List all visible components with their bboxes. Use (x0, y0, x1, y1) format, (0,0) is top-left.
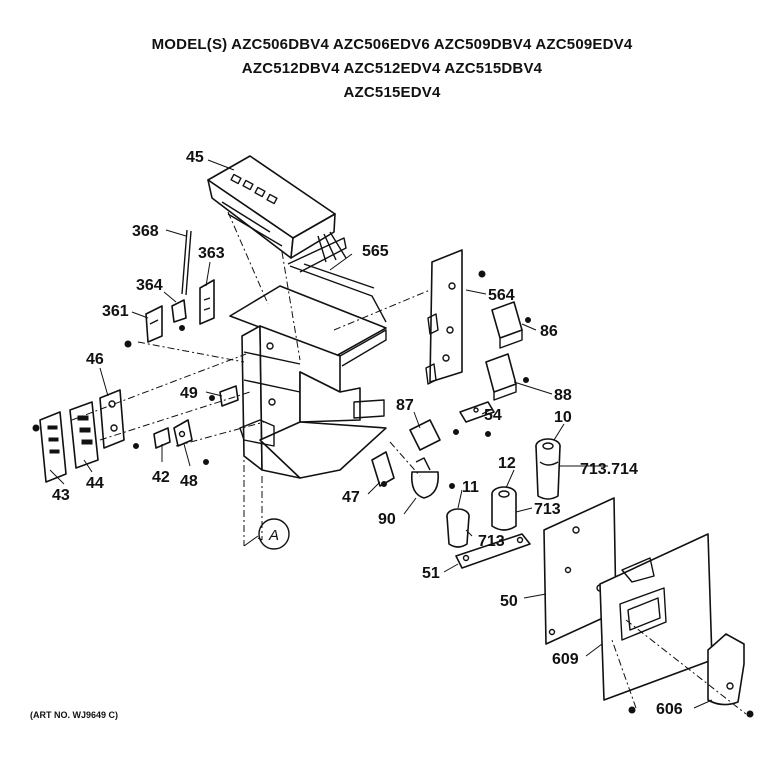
part-47-bracket (371, 451, 395, 487)
part-609-cover-panel (599, 533, 713, 701)
callout-11: 11 (462, 479, 479, 496)
reference-a-label: A (268, 527, 279, 544)
callout-713-714: 713.714 (580, 461, 638, 478)
part-364-clip (171, 299, 187, 323)
part-86-relay (491, 301, 523, 349)
callout-361: 361 (102, 303, 129, 320)
part-361-bracket (145, 305, 163, 343)
part-10-capacitor (535, 438, 561, 500)
screws (32, 270, 754, 718)
callout-609: 609 (552, 651, 579, 668)
callout-565: 565 (362, 243, 389, 260)
callout-606: 606 (656, 701, 683, 718)
leader-lines (49, 159, 713, 709)
callout-10: 10 (554, 409, 572, 426)
callout-44: 44 (86, 475, 104, 492)
callout-87: 87 (396, 397, 414, 414)
callout-564: 564 (488, 287, 515, 304)
part-42-clip (153, 427, 171, 449)
callout-90: 90 (378, 511, 396, 528)
reference-a-marker: A (258, 518, 290, 550)
callout-51: 51 (422, 565, 440, 582)
part-90-motor (410, 457, 440, 499)
part-368-rod (181, 229, 192, 296)
callout-364: 364 (136, 277, 163, 294)
callout-46: 46 (86, 351, 104, 368)
part-45-control-panel (207, 155, 347, 273)
callout-48: 48 (180, 473, 198, 490)
part-88-relay (485, 353, 517, 401)
callout-86: 86 (540, 323, 558, 340)
part-49-connector (219, 385, 239, 407)
model-list-line-3: AZC515EDV4 (343, 84, 441, 101)
part-44-switch-bank (69, 401, 99, 469)
part-12-capacitor (491, 486, 517, 531)
part-46-switch-bracket (99, 389, 125, 449)
callout-50: 50 (500, 593, 518, 610)
part-54-terminal (459, 401, 495, 423)
callout-713-middle: 713 (478, 533, 505, 550)
part-606-small-cover (707, 633, 745, 706)
callout-88: 88 (554, 387, 572, 404)
callout-368: 368 (132, 223, 159, 240)
callout-43: 43 (52, 487, 70, 504)
model-list-line-1: MODEL(S) AZC506DBV4 AZC506EDV6 AZC509DBV… (151, 36, 633, 53)
part-11-capacitor (446, 508, 470, 548)
callout-12: 12 (498, 455, 516, 472)
callout-54: 54 (484, 407, 502, 424)
callout-47: 47 (342, 489, 360, 506)
main-frame-bracket (229, 263, 387, 479)
assembly-lines (71, 211, 747, 715)
callout-42: 42 (152, 469, 170, 486)
part-51-strap (455, 533, 531, 569)
model-list-line-2: AZC512DBV4 AZC512EDV4 AZC515DBV4 (241, 60, 543, 77)
part-87-capacitor-clip (409, 419, 441, 451)
callout-363: 363 (198, 245, 225, 262)
callout-45: 45 (186, 149, 204, 166)
part-48-bracket (173, 419, 193, 447)
callout-713-right: 713 (534, 501, 561, 518)
part-564-upright-bracket (425, 249, 463, 385)
part-363-bracket (199, 279, 215, 325)
part-43-cover (39, 411, 67, 483)
callout-49: 49 (180, 385, 198, 402)
art-number: (ART NO. WJ9649 C) (30, 710, 119, 720)
